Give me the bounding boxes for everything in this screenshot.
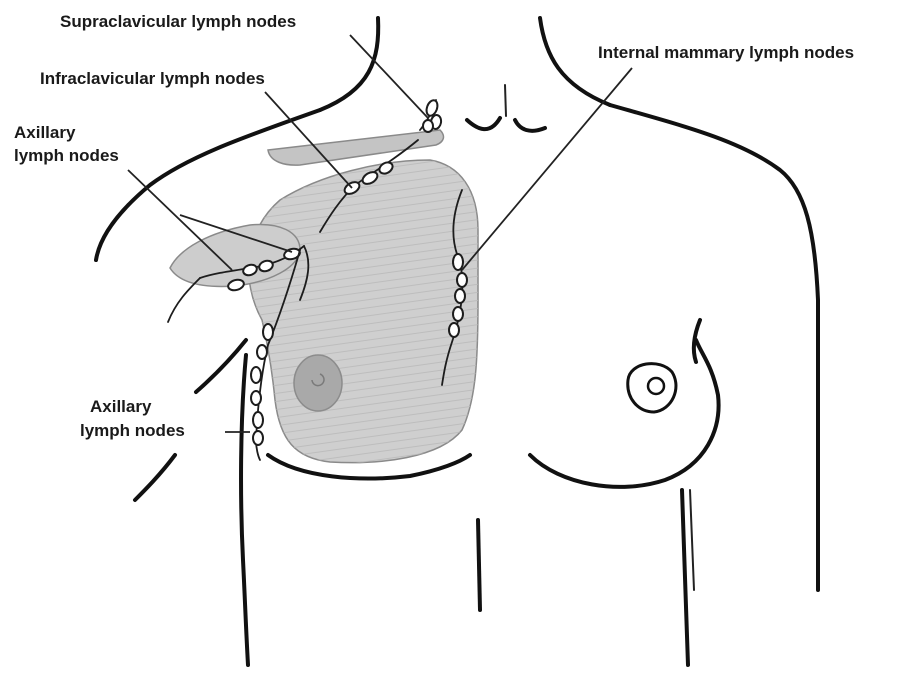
left-arm-outer (135, 455, 175, 500)
axillary-lower-node-5 (253, 412, 263, 428)
axillary-branch-1 (168, 278, 200, 322)
leader-infraclavicular (265, 92, 352, 188)
axillary-lower-node-3 (251, 367, 261, 383)
supraclavicular-node-3 (423, 120, 433, 132)
label-internal-mammary: Internal mammary lymph nodes (598, 43, 854, 62)
right-flank-fold (690, 490, 694, 590)
pectoral-tissue-texture (249, 160, 478, 463)
internal-mammary-node-1 (453, 254, 463, 270)
label-supraclavicular: Supraclavicular lymph nodes (60, 12, 296, 31)
areola-left (294, 355, 342, 411)
shoulder-right (610, 105, 818, 590)
shaded-breast-region (170, 130, 478, 463)
axillary-lower-node-6 (253, 431, 263, 445)
internal-mammary-node-3 (455, 289, 465, 303)
label-infraclavicular: Infraclavicular lymph nodes (40, 69, 265, 88)
right-breast (530, 340, 719, 487)
left-arm-inner (196, 340, 246, 392)
sternal-notch-top (505, 85, 506, 116)
label-axillary-lower-line2: lymph nodes (80, 421, 185, 440)
internal-mammary-node-2 (457, 273, 467, 287)
axillary-lower-node-4 (251, 391, 261, 405)
right-nipple (648, 378, 664, 394)
leader-internal-mammary (462, 68, 632, 270)
midline (478, 520, 480, 610)
label-axillary-upper-line1: Axillary (14, 123, 76, 142)
right-areola (628, 364, 676, 412)
leader-supraclavicular (350, 35, 428, 118)
neck-left (320, 18, 378, 110)
sternal-notch-left (467, 118, 500, 129)
right-flank (682, 490, 688, 665)
axillary-lower-node-2 (257, 345, 267, 359)
internal-mammary-node-4 (453, 307, 463, 321)
axillary-lower-node-1 (263, 324, 273, 340)
label-axillary-lower-line1: Axillary (90, 397, 152, 416)
left-flank (241, 355, 248, 665)
sternal-notch-right (515, 120, 545, 131)
label-axillary-upper-line2: lymph nodes (14, 146, 119, 165)
internal-mammary-node-5 (449, 323, 459, 337)
